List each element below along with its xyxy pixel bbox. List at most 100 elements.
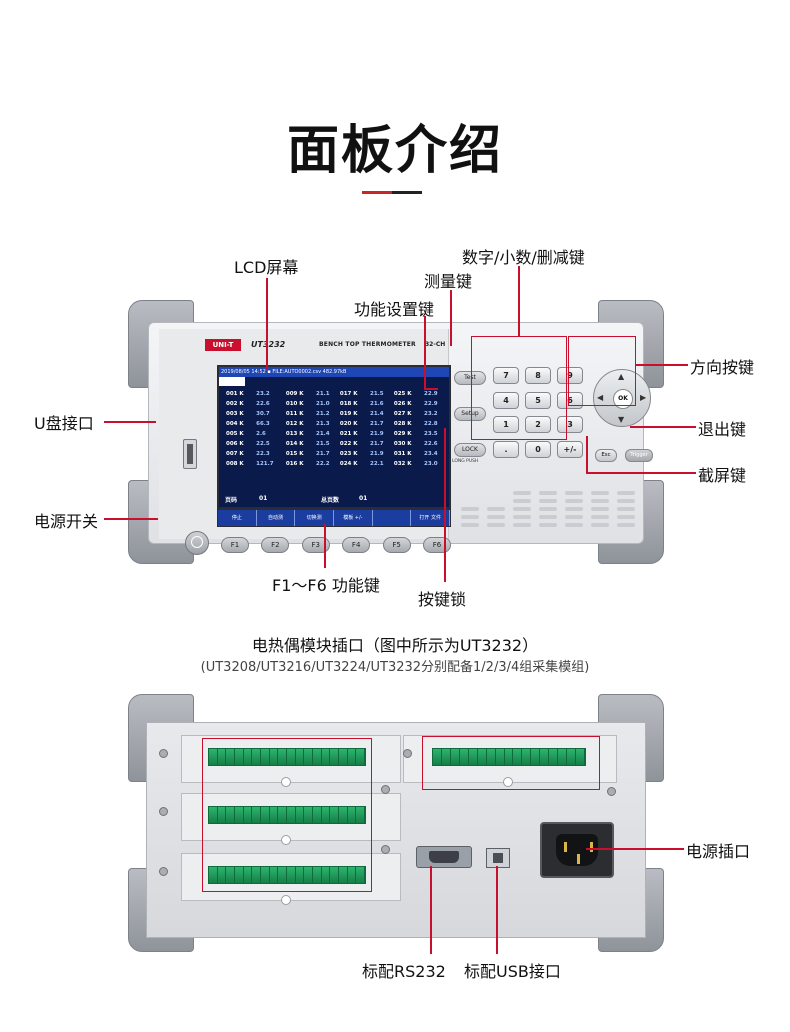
vent-slot — [617, 507, 635, 511]
thermocouple-module — [181, 853, 401, 901]
channel-label: 029 K — [393, 431, 412, 437]
terminal-pin — [339, 749, 348, 765]
key-6[interactable]: 6 — [557, 391, 583, 409]
page-title: 面板介绍 — [286, 121, 503, 181]
terminal-pin — [209, 749, 218, 765]
leader-line — [424, 388, 438, 390]
channel-label: 023 K — [339, 451, 358, 457]
terminal-pin — [269, 867, 279, 883]
channel-label: 003 K — [226, 411, 244, 417]
channel-label: 020 K — [339, 421, 358, 427]
key-9[interactable]: 9 — [557, 367, 583, 384]
terminal-pin — [330, 749, 340, 765]
vent-slot — [513, 523, 531, 527]
arrow-left-icon[interactable]: ◀ — [597, 393, 604, 402]
channel-label: 015 K — [285, 451, 304, 457]
channel-label: 009 K — [285, 391, 304, 397]
screw — [159, 867, 168, 876]
power-button[interactable] — [185, 531, 209, 555]
test-button[interactable]: Test — [454, 371, 486, 385]
terminal-pin — [356, 749, 366, 765]
setup-button[interactable]: Setup — [454, 407, 486, 421]
channel-reading: 21.7 — [370, 421, 384, 427]
numeric-keypad: 7 8 9 4 5 6 1 2 3 . 0 +/- — [493, 367, 585, 459]
channel-reading: 2.6 — [256, 431, 266, 437]
channel-label: 016 K — [285, 461, 304, 467]
terminal-pin — [495, 749, 505, 765]
esc-button[interactable]: Esc — [595, 449, 617, 462]
terminal-pin — [540, 749, 550, 765]
leader-line — [636, 364, 688, 366]
terminal-pin — [313, 807, 322, 823]
front-body: UNI-T UT3232 BENCH TOP THERMOMETER 32-CH… — [148, 322, 653, 555]
key-4[interactable]: 4 — [493, 391, 519, 409]
ok-button[interactable]: OK — [613, 389, 633, 409]
terminal-pin — [243, 807, 253, 823]
terminal-pin — [226, 749, 236, 765]
terminal-block — [208, 866, 366, 884]
vent-slot — [461, 523, 479, 527]
key-7[interactable]: 7 — [493, 367, 519, 384]
power-icon — [191, 536, 203, 548]
terminal-pin — [269, 807, 279, 823]
screw — [381, 845, 390, 854]
label-power-inlet: 电源插口 — [686, 842, 751, 861]
arrow-down-icon[interactable]: ▼ — [618, 415, 625, 424]
usb-port — [183, 439, 197, 469]
key-decimal[interactable]: . — [493, 440, 519, 458]
terminal-pin — [209, 807, 218, 823]
f1-key[interactable]: F1 — [221, 537, 249, 553]
key-0[interactable]: 0 — [525, 440, 551, 458]
label-lcd: LCD屏幕 — [234, 258, 299, 277]
label-key-lock: 按键锁 — [418, 590, 467, 609]
terminal-pin — [278, 749, 288, 765]
terminal-pin — [243, 867, 253, 883]
arrow-up-icon[interactable]: ▲ — [618, 372, 625, 381]
key-3[interactable]: 3 — [557, 416, 583, 433]
lock-button[interactable]: LOCK — [454, 443, 486, 457]
f2-key[interactable]: F2 — [261, 537, 290, 553]
leader-line — [266, 278, 268, 370]
channel-label: 019 K — [339, 411, 358, 417]
spacer — [316, 340, 436, 368]
key-1[interactable]: 1 — [493, 416, 519, 433]
terminal-pin — [321, 867, 331, 883]
f6-key[interactable]: F6 — [422, 537, 451, 553]
terminal-pin — [321, 749, 331, 765]
key-plus-minus[interactable]: +/- — [557, 440, 583, 458]
channel-reading: 30.7 — [256, 411, 270, 417]
leader-line — [430, 866, 432, 954]
vent-slot — [565, 499, 583, 503]
terminal-pin — [261, 807, 270, 823]
channel-label: 011 K — [285, 411, 304, 417]
display-panel: UNI-T UT3232 BENCH TOP THERMOMETER 32-CH… — [159, 329, 451, 555]
leader-line — [324, 524, 326, 568]
key-8[interactable]: 8 — [525, 367, 551, 384]
terminal-pin — [441, 749, 451, 765]
key-5[interactable]: 5 — [525, 391, 551, 409]
channel-label: 018 K — [339, 401, 358, 407]
lcd-screen: 2019/08/05 14:52 ▪ FILE:AUTO0002.csv 482… — [217, 365, 451, 509]
terminal-pin — [269, 749, 279, 765]
terminal-pin — [295, 867, 305, 883]
terminal-pin — [313, 867, 322, 883]
label-power-switch: 电源开关 — [34, 512, 99, 531]
vent-slot — [539, 515, 557, 519]
terminal-pin — [356, 807, 366, 823]
arrow-right-icon[interactable]: ▶ — [640, 393, 647, 402]
terminal-pin — [209, 867, 218, 883]
key-2[interactable]: 2 — [525, 416, 551, 433]
label-rs232: 标配RS232 — [362, 962, 446, 981]
label-usb-port: U盘接口 — [34, 414, 94, 433]
channel-reading: 23.5 — [424, 431, 438, 437]
channel-reading: 22.9 — [424, 391, 438, 397]
channel-reading: 23.2 — [256, 391, 270, 397]
f3-key[interactable]: F3 — [301, 537, 330, 553]
f4-key[interactable]: F4 — [342, 537, 371, 553]
vent-slot — [461, 507, 479, 511]
terminal-pin — [226, 807, 236, 823]
trigger-button[interactable]: Trigger — [625, 449, 653, 462]
f5-key[interactable]: F5 — [382, 537, 411, 553]
terminal-pin — [504, 749, 514, 765]
